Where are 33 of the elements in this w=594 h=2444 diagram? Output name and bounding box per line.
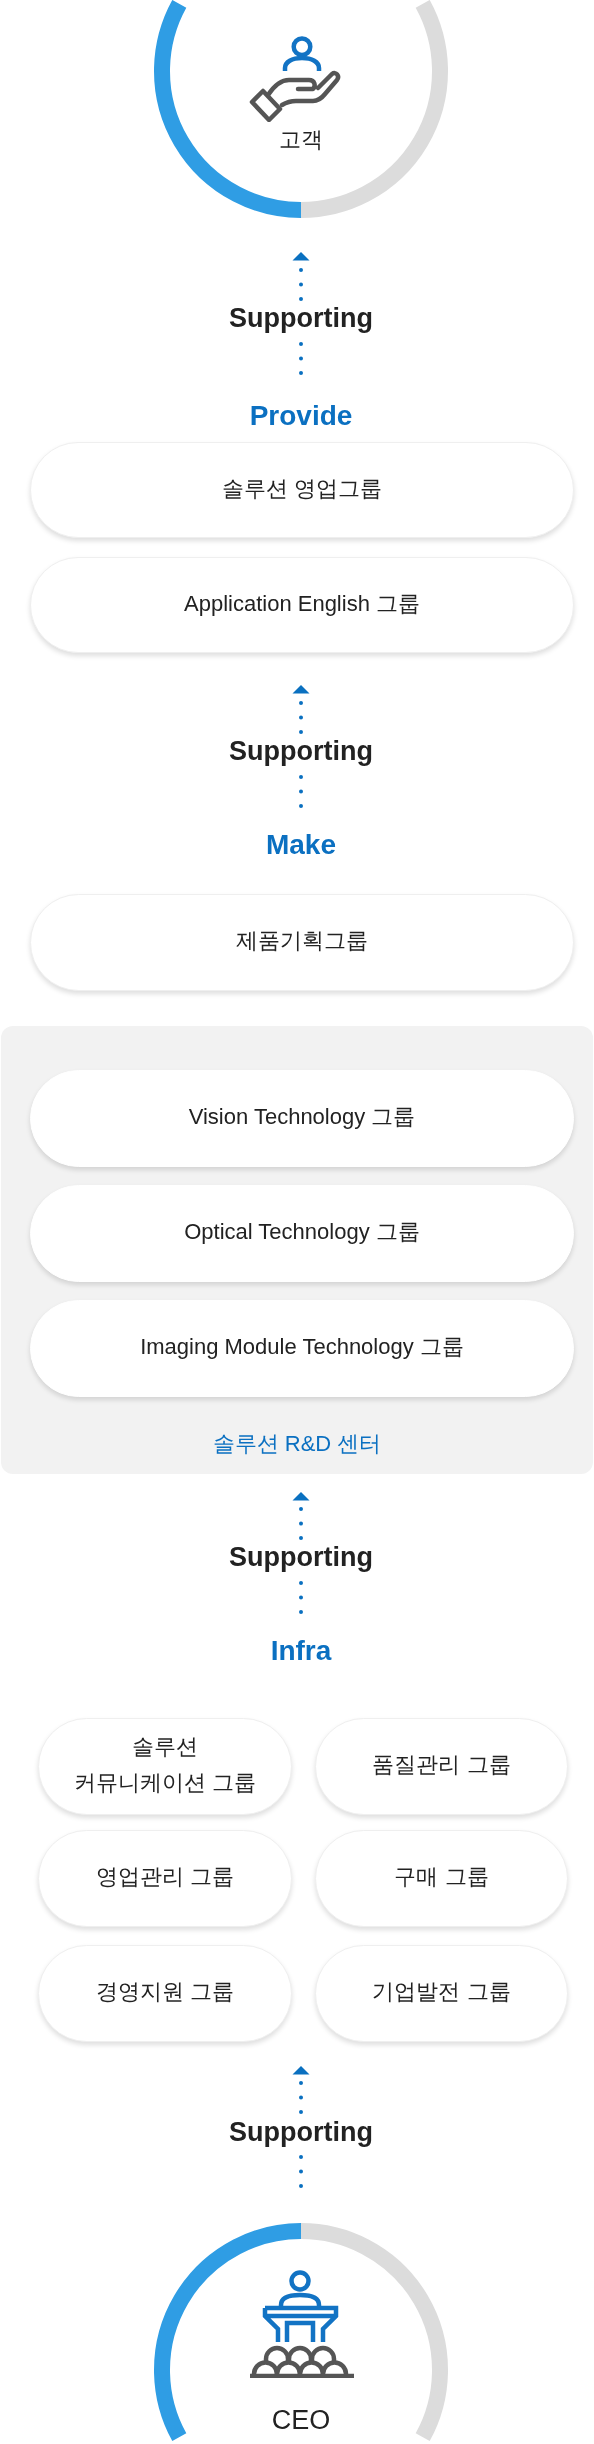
- group-label: 솔루션 영업그룹: [221, 474, 383, 503]
- ring-frame: [154, 2223, 448, 2444]
- section-heading: Provide: [249, 400, 353, 432]
- circle-label: 고객: [279, 126, 323, 154]
- group-pill: [38, 1718, 292, 1815]
- group-label: Imaging Module Technology 그룹: [140, 1333, 464, 1361]
- group-label: Vision Technology 그룹: [188, 1103, 416, 1131]
- section-heading: Make: [266, 829, 336, 861]
- circle-label: CEO: [271, 2405, 331, 2435]
- group-pill: [30, 1185, 574, 1282]
- group-label: 기업발전 그룹: [372, 1978, 511, 2006]
- group-pill: [30, 1070, 574, 1167]
- group-pill: [30, 442, 574, 538]
- group-label: 영업관리 그룹: [95, 1863, 235, 1891]
- group-label: 솔루션 커뮤니케이션 그룹: [72, 1733, 258, 1797]
- group-label: 구매 그룹: [394, 1863, 489, 1891]
- group-label: Application English 그룹: [184, 589, 420, 618]
- group-pill: [315, 1718, 568, 1815]
- ring-frame: [154, 0, 448, 218]
- group-pill: [30, 1300, 574, 1397]
- group-label: 품질관리 그룹: [372, 1751, 511, 1779]
- group-pill: [30, 557, 574, 653]
- center-label: 솔루션 R&D 센터: [212, 1430, 382, 1458]
- group-pill: [38, 1945, 292, 2042]
- group-label: 경영지원 그룹: [95, 1978, 235, 2006]
- group-pill: [315, 1830, 568, 1927]
- group-label: 제품기획그룹: [236, 927, 368, 955]
- group-pill: [315, 1945, 568, 2042]
- center-panel: [1, 1026, 593, 1474]
- group-label: Optical Technology 그룹: [184, 1218, 420, 1246]
- group-pill: [38, 1830, 292, 1927]
- section-heading: Infra: [270, 1635, 332, 1667]
- group-pill: [30, 894, 574, 991]
